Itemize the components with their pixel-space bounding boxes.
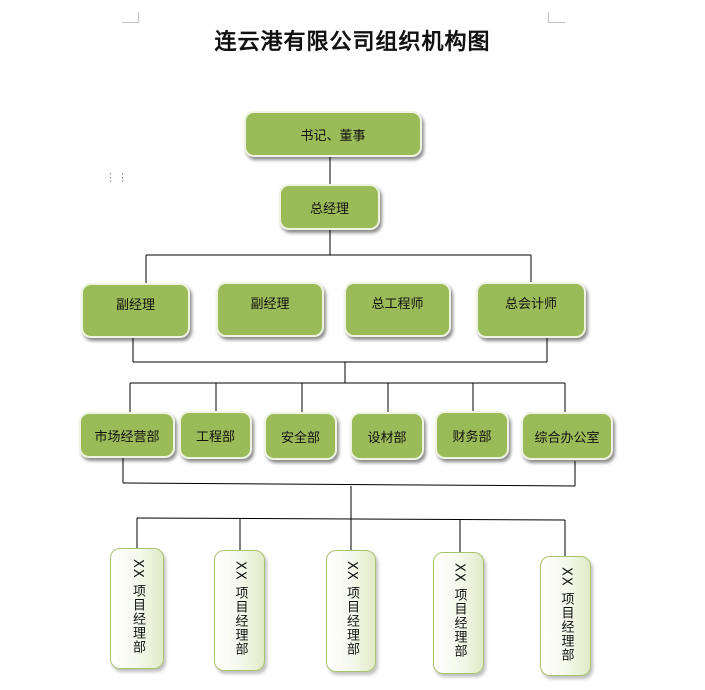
page-title: 连云港有限公司组织机构图 bbox=[214, 29, 491, 55]
node-marketing-dept: 市场经营部 bbox=[79, 412, 175, 458]
drag-handle-icon[interactable]: ⋮⋮ bbox=[105, 171, 129, 184]
node-general-office: 综合办公室 bbox=[521, 412, 613, 460]
node-secretary-director: 书记、董事 bbox=[244, 111, 422, 157]
node-project-dept-2-label: XX 项目经理部 bbox=[232, 561, 248, 656]
page-corner-mark-left bbox=[122, 12, 139, 23]
node-project-dept-3: XX 项目经理部 bbox=[326, 550, 376, 672]
node-engineering-dept: 工程部 bbox=[179, 411, 252, 459]
node-project-dept-3-label: XX 项目经理部 bbox=[344, 561, 359, 656]
node-project-dept-4: XX 项目经理部 bbox=[433, 552, 484, 674]
node-project-dept-1: XX 项目经理部 bbox=[110, 548, 164, 669]
node-general-manager: 总经理 bbox=[279, 184, 380, 230]
node-safety-dept: 安全部 bbox=[264, 412, 337, 460]
node-project-dept-2: XX 项目经理部 bbox=[214, 550, 265, 671]
node-project-dept-1-label: XX 项目经理部 bbox=[130, 559, 145, 654]
node-chief-accountant: 总会计师 bbox=[476, 282, 586, 338]
node-project-dept-5-label: XX 项目经理部 bbox=[558, 567, 574, 662]
node-project-dept-5: XX 项目经理部 bbox=[540, 556, 591, 676]
node-finance-dept: 财务部 bbox=[435, 411, 509, 459]
node-deputy-manager-2: 副经理 bbox=[216, 282, 324, 337]
node-materials-dept: 设材部 bbox=[350, 412, 424, 460]
page-corner-mark-right bbox=[548, 12, 565, 23]
node-project-dept-4-label: XX 项目经理部 bbox=[451, 563, 467, 658]
node-deputy-manager-1: 副经理 bbox=[81, 283, 190, 338]
node-chief-engineer: 总工程师 bbox=[344, 282, 451, 337]
